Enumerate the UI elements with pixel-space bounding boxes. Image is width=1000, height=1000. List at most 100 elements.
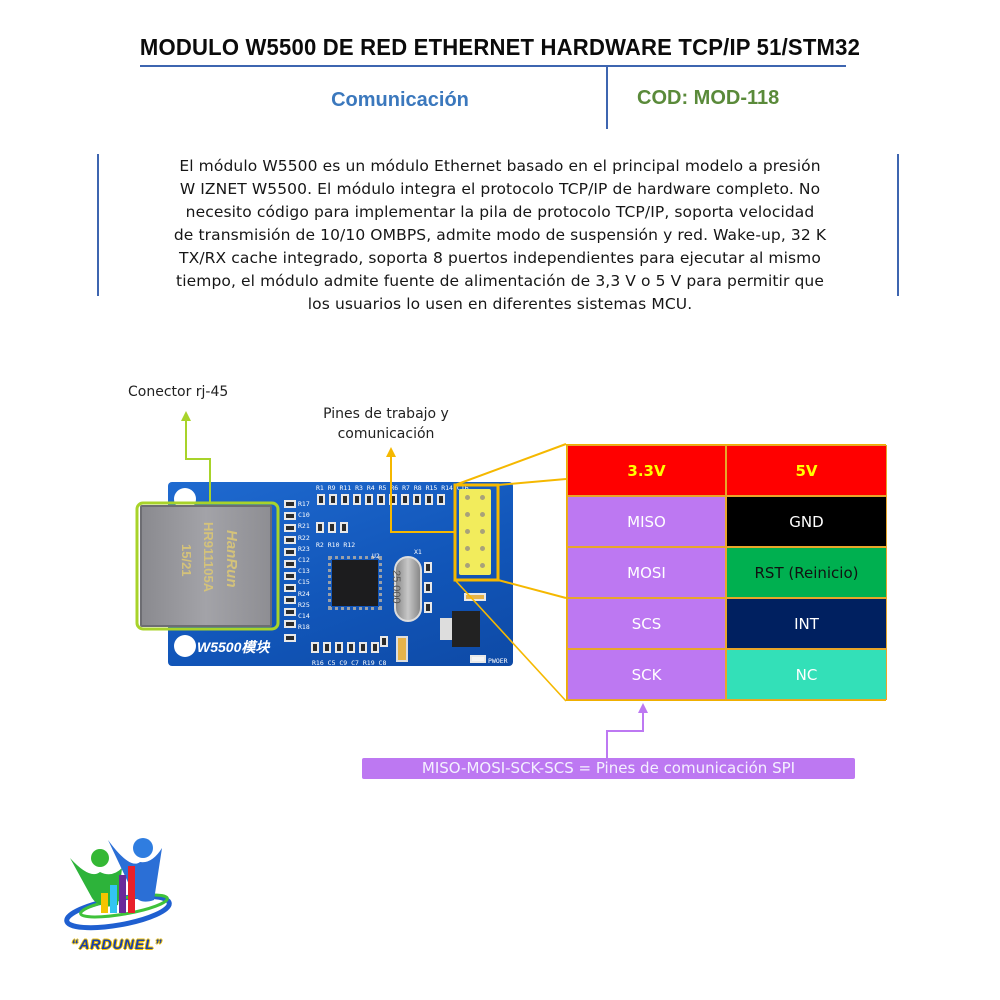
smd-component — [353, 494, 361, 505]
smd-component — [323, 642, 331, 653]
silkscreen-left: R17 C10 R21 R22 R23 C12 C13 C15 R24 R25 … — [298, 499, 314, 633]
smd-component — [424, 582, 432, 593]
smd-component — [316, 522, 324, 533]
regulator-tab — [440, 618, 454, 640]
silkscreen-top: R1 R9 R11 R3 R4 R5 R6 R7 R8 R15 R14 C16 — [316, 484, 469, 492]
smd-component — [413, 494, 421, 505]
logo-text: “ARDUNEL” — [71, 936, 163, 952]
arrow-up-icon — [386, 447, 396, 457]
smd-component — [284, 608, 296, 616]
description-line: TX/RX cache integrado, soporta 8 puertos… — [179, 249, 821, 267]
smd-component — [284, 596, 296, 604]
description-line: tiempo, el módulo admite fuente de alime… — [176, 272, 824, 290]
pin — [480, 546, 485, 551]
pin — [465, 546, 470, 551]
smd-component — [380, 636, 388, 647]
crystal-ref: X1 — [414, 548, 422, 556]
w5500-chip — [328, 556, 382, 610]
silk-ref: C13 — [298, 567, 310, 576]
smd-component — [340, 522, 348, 533]
silk-ref: R25 — [298, 600, 310, 609]
pin — [465, 512, 470, 517]
pin — [480, 495, 485, 500]
smd-component — [284, 560, 296, 568]
power-led — [470, 655, 486, 663]
description-border-right — [897, 154, 899, 296]
pinout-table: 3.3V 5V MISO GND MOSI RST (Reinicio) SCS… — [566, 444, 887, 701]
smd-component — [341, 494, 349, 505]
silkscreen-mid: R2 R10 R12 — [316, 541, 356, 549]
smd-component — [424, 562, 432, 573]
smd-component — [329, 494, 337, 505]
category-label: Comunicación — [331, 89, 469, 111]
smd-component — [284, 548, 296, 556]
smd-component — [284, 634, 296, 642]
smd-component — [401, 494, 409, 505]
smd-component — [284, 572, 296, 580]
silk-ref: R23 — [298, 544, 310, 553]
silk-ref: R18 — [298, 623, 310, 632]
pinout-header-3v3: 3.3V — [567, 445, 726, 496]
description-border-left — [97, 154, 99, 296]
module-label: W5500模块 — [197, 639, 270, 655]
crystal-oscillator — [394, 556, 422, 622]
pinout-cell-mosi: MOSI — [567, 547, 726, 598]
description-line: necesito código para implementar la pila… — [185, 203, 815, 221]
smd-component — [284, 536, 296, 544]
pinout-cell-gnd: GND — [726, 496, 887, 547]
connector-part: HR911105A — [201, 522, 216, 593]
work-pins-label-line: Pines de trabajo y — [323, 406, 449, 422]
arrow-up-icon — [181, 411, 191, 421]
pin — [465, 495, 470, 500]
smd-component — [335, 642, 343, 653]
arrow-up-icon — [638, 703, 648, 713]
pin — [480, 563, 485, 568]
silkscreen-bottom: R16 C5 C9 C7 R19 C8 — [312, 659, 387, 667]
description-line: los usuarios lo usen en diferentes siste… — [307, 295, 693, 313]
pinout-header-5v: 5V — [726, 445, 887, 496]
silk-ref: C14 — [298, 612, 310, 621]
spi-pins-note: MISO-MOSI-SCK-SCS = Pines de comunicació… — [362, 758, 855, 779]
connector-date: 15/21 — [179, 544, 194, 577]
pinout-cell-scs: SCS — [567, 598, 726, 649]
ardunel-logo — [64, 838, 172, 931]
silk-ref: C10 — [298, 511, 310, 520]
pinout-cell-miso: MISO — [567, 496, 726, 547]
silk-ref: C12 — [298, 556, 310, 565]
smd-component — [424, 602, 432, 613]
pinout-cell-int: INT — [726, 598, 887, 649]
smd-component — [284, 524, 296, 532]
header-divider-horizontal — [140, 65, 846, 67]
pin — [480, 512, 485, 517]
silk-ref: R24 — [298, 589, 310, 598]
description-line: de transmisión de 10/10 OMBPS, admite mo… — [173, 226, 827, 244]
smd-component — [365, 494, 373, 505]
smd-component — [317, 494, 325, 505]
smd-component — [328, 522, 336, 533]
pinout-cell-rst: RST (Reinicio) — [726, 547, 887, 598]
rj45-connector-label: Conector rj-45 — [128, 384, 229, 400]
silk-ref: C15 — [298, 578, 310, 587]
smd-component — [389, 494, 397, 505]
description-line: W IZNET W5500. El módulo integra el prot… — [179, 180, 821, 198]
pin-header — [459, 489, 491, 575]
silk-ref: R21 — [298, 522, 310, 531]
pinout-cell-nc: NC — [726, 649, 887, 700]
smd-component — [284, 500, 296, 508]
smd-component — [371, 642, 379, 653]
smd-component — [437, 494, 445, 505]
crystal-frequency: 25.000 — [390, 570, 402, 604]
smd-component — [284, 512, 296, 520]
capacitor-c1 — [464, 593, 486, 601]
smd-component — [284, 620, 296, 628]
smd-component — [284, 584, 296, 592]
connector-brand: HanRun — [223, 530, 240, 588]
page-title: MODULO W5500 DE RED ETHERNET HARDWARE TC… — [139, 34, 861, 60]
silk-ref: R22 — [298, 533, 310, 542]
power-label: PWOER — [488, 657, 508, 665]
tantalum-capacitor — [396, 636, 408, 662]
smd-component — [425, 494, 433, 505]
pin — [465, 529, 470, 534]
chip-ref: U2 — [372, 552, 380, 560]
mount-hole — [174, 635, 196, 657]
